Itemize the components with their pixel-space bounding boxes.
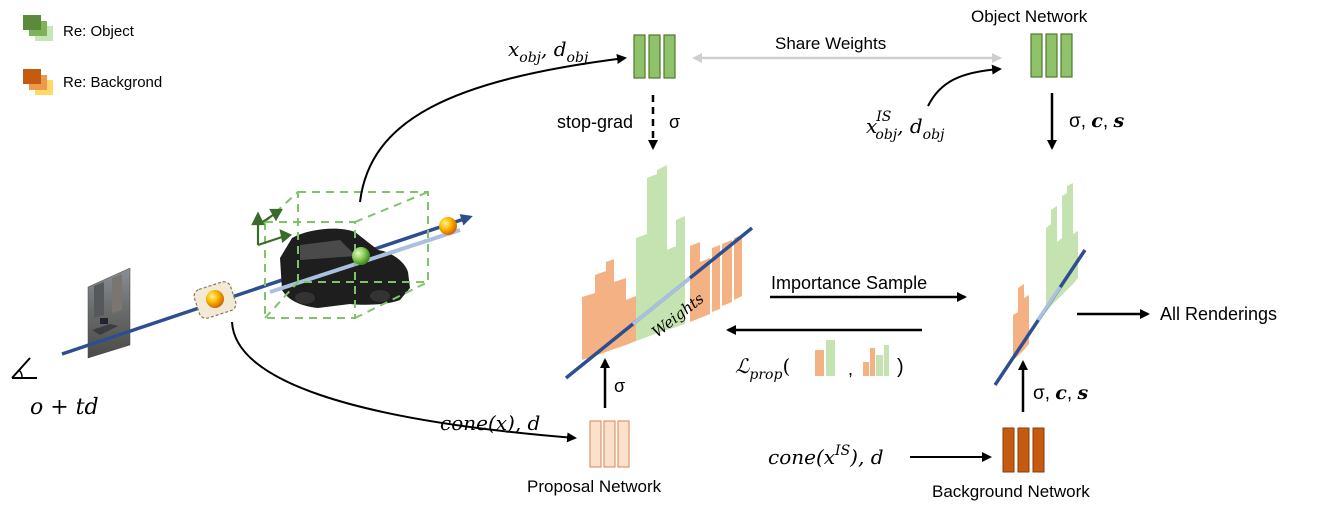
stop-grad-label: stop-grad xyxy=(557,112,633,132)
svg-text:ℒprop(: ℒprop( xyxy=(735,354,790,383)
proposal-weights-histogram xyxy=(564,165,754,380)
share-weights-label: Share Weights xyxy=(775,34,886,53)
proposal-network-label: Proposal Network xyxy=(527,477,662,496)
legend: Re: Object Re: Backgrond xyxy=(23,15,162,95)
legend-background-swatch xyxy=(23,69,53,95)
background-network-mlp xyxy=(1002,427,1045,473)
background-network-outputs: σ, c, s xyxy=(1033,382,1088,404)
object-input-label: xobj, dobj xyxy=(508,37,589,66)
cone-sample-arrow xyxy=(231,321,577,443)
proposal-loss-label: ℒprop( , ) xyxy=(735,340,904,383)
cone-is-input-label: cone(xIS), d xyxy=(768,443,884,469)
stop-grad-sigma: σ xyxy=(669,112,680,132)
svg-text:): ) xyxy=(897,356,904,378)
object-sample-point xyxy=(352,247,370,265)
object-network-mlp xyxy=(1030,33,1073,78)
svg-text:,: , xyxy=(848,359,853,379)
object-network-label: Object Network xyxy=(971,7,1088,26)
legend-object-swatch xyxy=(23,15,53,41)
object-sample-arrow xyxy=(359,54,627,203)
importance-sample-label: Importance Sample xyxy=(771,273,927,293)
all-renderings-label: All Renderings xyxy=(1160,304,1277,324)
background-sample-point xyxy=(206,290,224,308)
cone-sample xyxy=(193,281,237,319)
object-bounding-box xyxy=(264,191,461,319)
proposal-network-mlp xyxy=(589,420,630,468)
object-network-outputs: σ, c, s xyxy=(1069,110,1124,132)
proposal-sigma: σ xyxy=(614,376,625,396)
far-background-sample-point xyxy=(439,217,457,235)
background-network-label: Background Network xyxy=(932,482,1090,501)
final-histogram xyxy=(993,183,1087,386)
legend-background-label: Re: Backgrond xyxy=(63,74,162,91)
object-mlp-left xyxy=(633,34,676,79)
loss-histogram-b-icon xyxy=(863,345,889,376)
object-axes-icon xyxy=(251,208,293,247)
legend-object-label: Re: Object xyxy=(63,23,135,40)
camera-icon xyxy=(11,357,37,379)
loss-histogram-a-icon xyxy=(815,340,835,376)
cone-input-label: cone(x), d xyxy=(440,411,540,435)
camera-origin-label: o + td xyxy=(30,395,99,420)
object-is-input-arrow xyxy=(927,64,1002,107)
